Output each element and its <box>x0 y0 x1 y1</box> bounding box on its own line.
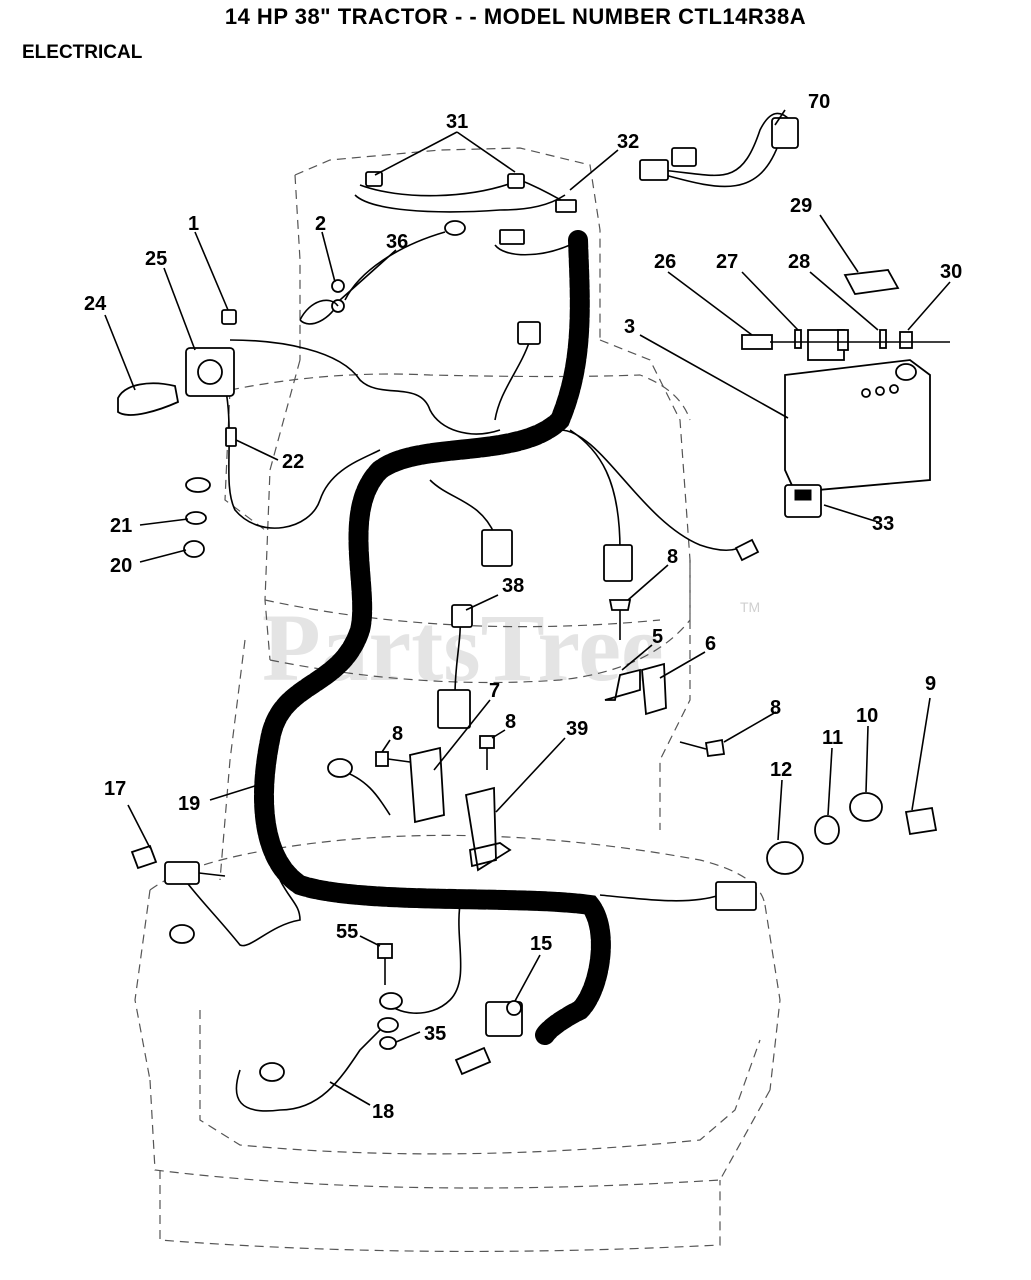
callout-22: 22 <box>282 451 304 473</box>
callout-26: 26 <box>654 251 676 273</box>
callout-29: 29 <box>790 195 812 217</box>
callout-35: 35 <box>424 1023 446 1045</box>
harness-connectors <box>437 321 760 729</box>
headlight-harness <box>359 171 577 245</box>
diagram-title: 14 HP 38" TRACTOR - - MODEL NUMBER CTL14… <box>224 4 807 29</box>
switch-brackets <box>409 662 667 872</box>
interlock-switch <box>454 881 757 1076</box>
callout-28: 28 <box>788 251 810 273</box>
callout-36: 36 <box>386 231 408 253</box>
seat-switch-harness <box>639 112 799 188</box>
tractor-outline <box>134 147 781 1253</box>
callout-2: 2 <box>315 213 326 235</box>
callout-8-a: 8 <box>667 546 678 568</box>
callout-17: 17 <box>104 778 126 800</box>
callout-21: 21 <box>110 515 132 537</box>
callout-39: 39 <box>566 718 588 740</box>
bolts <box>375 599 726 985</box>
callout-7: 7 <box>489 680 500 702</box>
callout-8-b: 8 <box>770 697 781 719</box>
callout-5: 5 <box>652 626 663 648</box>
battery <box>741 269 950 493</box>
callout-55: 55 <box>336 921 358 943</box>
callout-30: 30 <box>940 261 962 283</box>
callout-10: 10 <box>856 705 878 727</box>
watermark-tm: TM <box>740 599 760 615</box>
callout-24: 24 <box>84 293 107 315</box>
pto-switch <box>784 484 822 518</box>
ground-terminals <box>169 758 403 1082</box>
callout-3: 3 <box>624 316 635 338</box>
callout-19: 19 <box>178 793 200 815</box>
callout-15: 15 <box>530 933 552 955</box>
fuse-holder <box>130 844 226 885</box>
callout-38: 38 <box>502 575 524 597</box>
callout-31: 31 <box>446 111 468 133</box>
callout-6: 6 <box>705 633 716 655</box>
callout-33: 33 <box>872 513 894 535</box>
callout-20: 20 <box>110 555 132 577</box>
coiled-wire-harness <box>253 230 611 1045</box>
callout-8-c: 8 <box>392 723 403 745</box>
section-label: ELECTRICAL <box>22 42 143 63</box>
callout-70: 70 <box>808 91 830 113</box>
callout-12: 12 <box>770 759 792 781</box>
callout-18: 18 <box>372 1101 394 1123</box>
callout-numbers: 31 32 70 1 2 36 25 24 22 21 20 26 27 28 … <box>84 91 962 1123</box>
callout-32: 32 <box>617 131 639 153</box>
ignition-switch-group <box>766 792 938 875</box>
callout-11: 11 <box>822 727 843 749</box>
callout-8-d: 8 <box>505 711 516 733</box>
callout-1: 1 <box>188 213 199 235</box>
callout-27: 27 <box>716 251 738 273</box>
ring-terminals-top <box>299 220 466 321</box>
starter-solenoid <box>117 309 237 558</box>
callout-25: 25 <box>145 248 167 270</box>
callout-9: 9 <box>925 673 936 695</box>
callout-leaders <box>104 109 951 1106</box>
